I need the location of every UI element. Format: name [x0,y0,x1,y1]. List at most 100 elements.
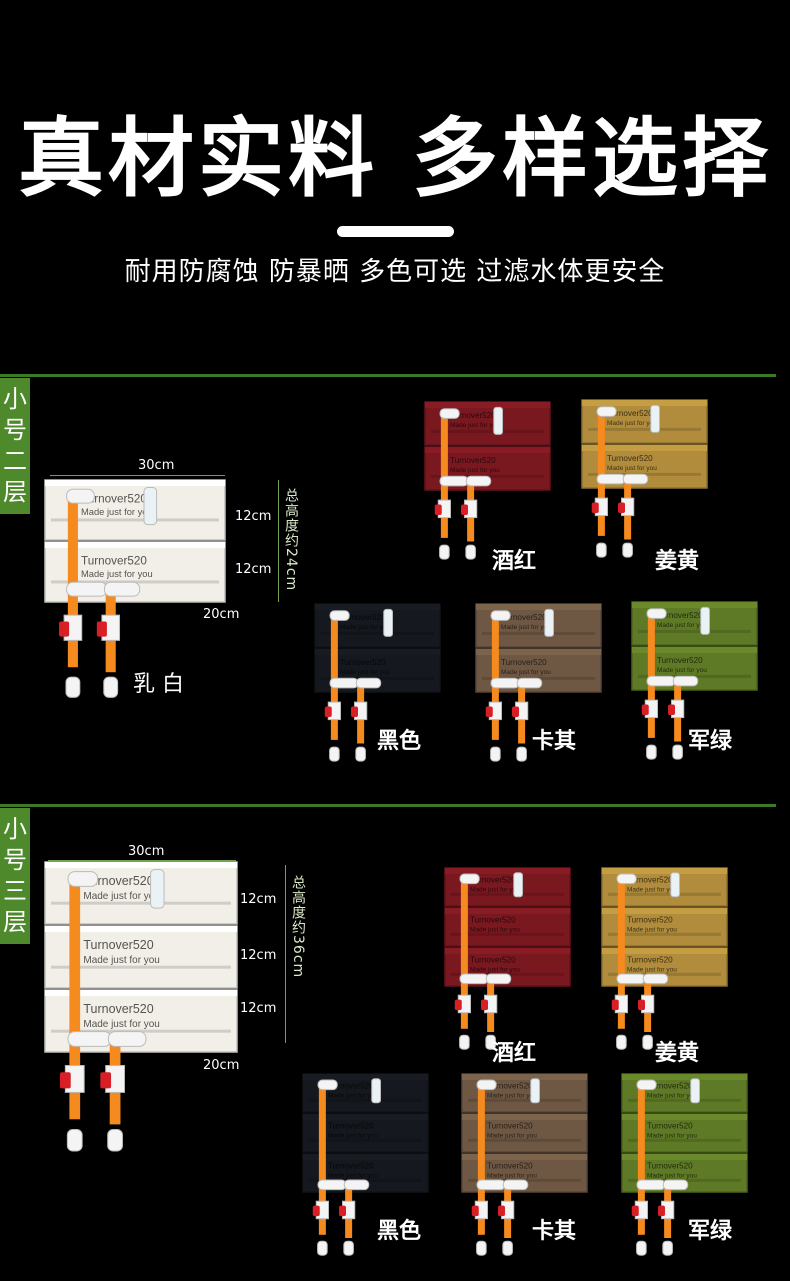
pipe-elbow [67,871,99,887]
crate-slogan-text: Made just for you [647,1172,697,1179]
crate-brand-text: Turnover520 [487,1161,533,1170]
crate-rib [51,901,231,905]
crate-slogan-text: Made just for you [470,926,520,933]
crate-brand-text: Turnover520 [501,613,547,622]
crate-brand-text: Turnover520 [501,658,547,667]
crate-rim [462,1074,587,1080]
pipe-elbow [646,608,667,619]
pipe-outlet-elbow [642,1034,653,1050]
section-tag: 小号三层 [0,808,30,944]
crate-brand-text: Turnover520 [83,1002,153,1016]
valve-handle [512,706,519,717]
pipe-orange [330,613,338,740]
crate-rib [431,429,544,433]
layer-height-dim: 12cm [240,1001,277,1016]
valve-handle [312,1205,320,1217]
valve-handle [591,502,599,513]
valve-handle [100,1072,112,1089]
total-height-dim: 总高度约36cm [290,875,306,979]
height-line [278,480,279,602]
crate-rim [602,948,727,954]
crate-slogan-text: Made just for you [487,1092,537,1099]
depth-dim: 20cm [203,607,240,622]
pipe-outlet-elbow [646,744,657,760]
crate-slogan-text: Made just for you [657,622,707,629]
crate-slogan-text: Made just for you [450,467,500,474]
valve-handle [351,706,358,717]
crate-rim [45,926,237,932]
crate-rim [476,649,601,655]
crate-brand-text: Turnover520 [328,1161,374,1170]
crate-brand-text: Turnover520 [607,409,653,418]
valve-handle [641,704,649,715]
pipe-elbow [490,677,520,689]
crate-rib [628,1098,741,1102]
pipe-orange [460,876,468,1029]
crate-brand-text: Turnover520 [83,938,153,952]
crate-slogan-text: Made just for you [607,465,657,472]
valve-handle [631,1205,639,1217]
crate-brand-text: Turnover520 [81,492,147,505]
pipe-elbow [636,1079,657,1091]
crate-brand-text: Turnover520 [328,1121,374,1130]
crate-rib [51,1029,231,1033]
crate-slogan-text: Made just for you [83,955,159,966]
crate-slogan-text: Made just for you [501,624,551,631]
valve-handle [471,1205,479,1217]
crate-slogan-text: Made just for you [340,669,390,676]
layer-height-dim: 12cm [240,892,277,907]
color-label: 酒红 [492,549,537,574]
width-dim: 30cm [138,458,175,473]
crate-rim [622,1154,747,1160]
pipe-elbow [616,973,646,985]
crate-slogan-text: Made just for you [83,1019,159,1030]
crate-slogan-text: Made just for you [487,1132,537,1139]
crate-rim [303,1114,428,1120]
pipe-elbow [596,406,617,417]
height-line [285,865,286,1043]
color-label: 乳 白 [133,672,184,697]
crate-slogan-text: Made just for you [83,891,159,902]
pipe-inlet [690,1078,700,1104]
pipe-elbow [476,1079,497,1091]
layer-height-dim: 12cm [240,948,277,963]
pipe-orange [67,493,78,668]
crate-rim [582,400,707,406]
layer-height-dim: 12cm [235,562,272,577]
pipe-outlet-elbow [490,746,501,762]
pipe-elbow [66,488,95,504]
crate-rib [51,518,219,522]
crate-brand-text: Turnover520 [81,554,147,567]
crate-rib [482,631,595,635]
pipe-outlet-elbow [107,1129,123,1152]
crate-brand-text: Turnover520 [470,915,516,924]
crate-rim [632,647,757,653]
crate-brand-text: Turnover520 [487,1121,533,1130]
crate-brand-text: Turnover520 [83,874,153,888]
crate-rib [309,1098,422,1102]
valve-handle [658,1205,665,1217]
pipe-elbow [642,973,669,985]
pipe-outlet-elbow [355,746,366,762]
color-label: 姜黄 [655,1041,700,1066]
crate-slogan-text: Made just for you [627,966,677,973]
valve-handle [481,999,488,1011]
crate-brand-text: Turnover520 [340,658,386,667]
pipe-elbow [67,1031,112,1047]
total-height-dim: 总高度约24cm [283,488,299,592]
layer-height-dim: 12cm [235,509,272,524]
crate-brand-text: Turnover520 [647,1081,693,1090]
valve-handle [668,704,675,715]
crate-slogan-text: Made just for you [627,886,677,893]
pipe-outlet-elbow [103,676,119,698]
pipe-orange [69,876,81,1120]
crate-brand-text: Turnover520 [627,955,673,964]
crate-rib [51,580,219,584]
crate-rib [608,932,721,936]
crate-rib [628,1138,741,1142]
